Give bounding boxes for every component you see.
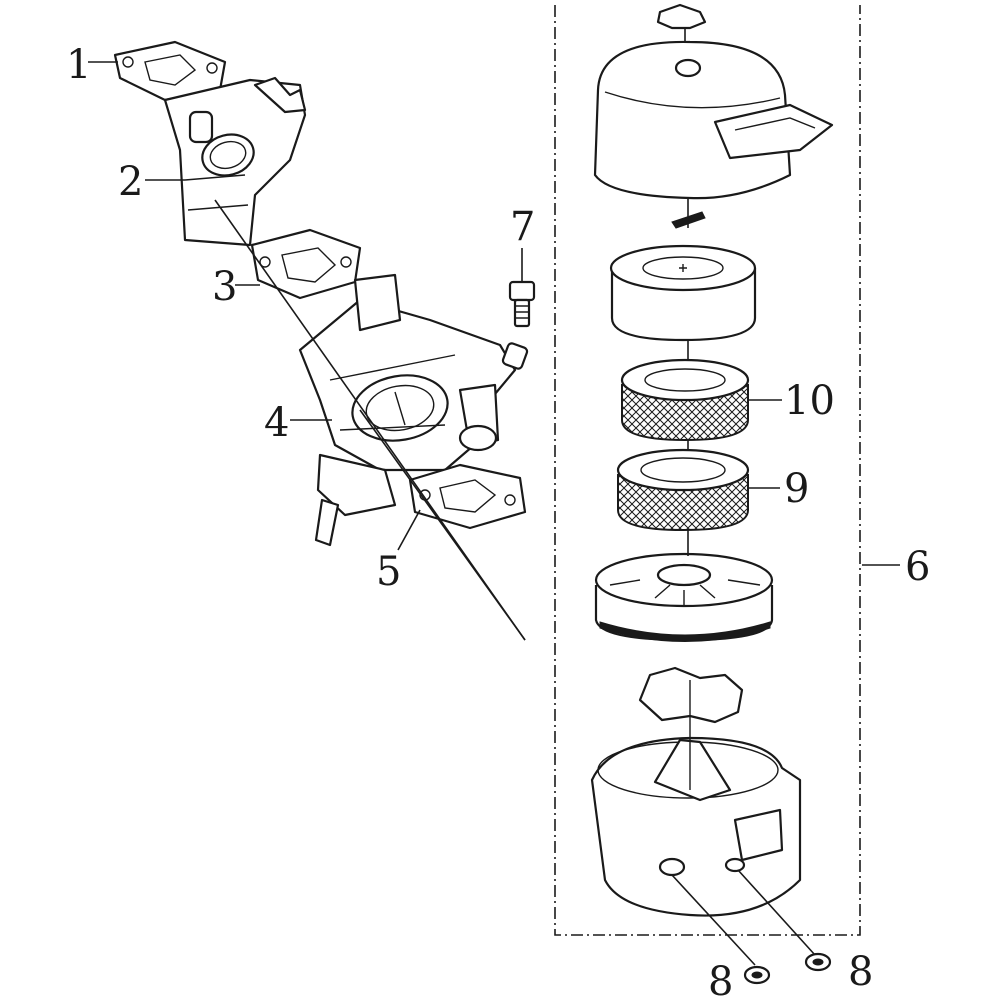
callout-8-right: 8	[848, 949, 873, 995]
part-8-nut-right	[737, 869, 832, 972]
element-holder	[594, 552, 774, 642]
callout-10: 10	[784, 378, 835, 424]
callout-2: 2	[118, 159, 143, 205]
part-6-bracket	[554, 5, 861, 936]
leader-5	[397, 509, 421, 551]
callout-6: 6	[905, 544, 930, 590]
part-10-filter	[620, 358, 750, 442]
assembly-line	[359, 409, 526, 641]
air-cleaner-cover	[593, 40, 834, 200]
base-gasket	[638, 666, 744, 724]
callout-3: 3	[212, 264, 237, 310]
part-2-insulator	[163, 76, 307, 247]
callout-9: 9	[784, 466, 809, 512]
callout-8-left: 8	[708, 959, 733, 1000]
callout-7: 7	[510, 204, 535, 250]
callout-5: 5	[376, 549, 401, 595]
part-4-carburetor	[298, 273, 529, 547]
part-5-gasket	[408, 463, 527, 530]
air-cleaner-case	[590, 680, 802, 917]
part-3-gasket	[250, 228, 362, 300]
outer-filter-element	[609, 244, 757, 342]
part-8-nut-left	[671, 874, 771, 985]
callout-1: 1	[66, 42, 91, 88]
callout-4: 4	[264, 400, 289, 446]
part-7-bolt	[508, 280, 536, 328]
part-9-filter	[616, 448, 750, 532]
